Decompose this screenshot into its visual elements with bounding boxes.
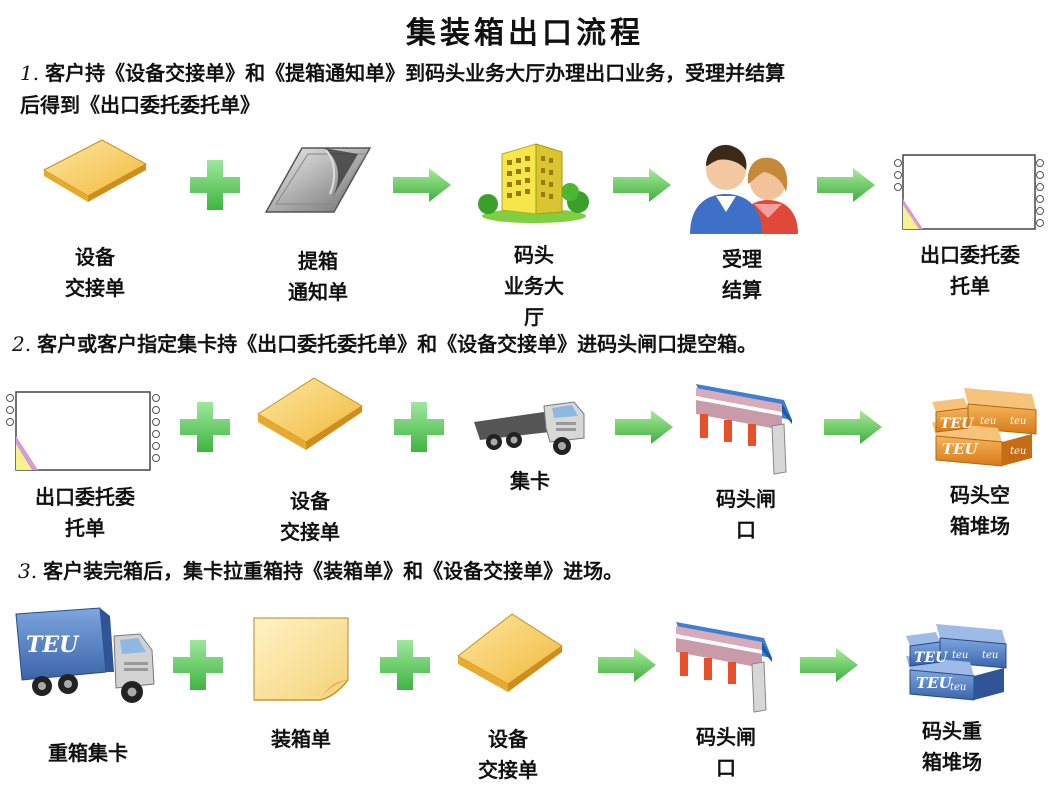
teu-small-text: teu	[952, 650, 968, 661]
label-accept-settle: 受理结算	[722, 247, 762, 302]
truck-icon	[474, 392, 586, 458]
step-2-line-1: 客户或客户指定集卡持《出口委托委托单》和《设备交接单》进码头闸口提空箱。	[37, 332, 758, 356]
teu-text: TEU	[916, 674, 953, 692]
teu-small-text: teu	[1010, 416, 1026, 427]
step-1-number: 1.	[20, 61, 40, 85]
page-title: 集装箱出口流程	[406, 16, 644, 51]
label-equipment-form: 设备交接单	[280, 489, 340, 544]
label-equipment-form: 设备交接单	[65, 245, 125, 300]
equipment-form-icon	[254, 377, 366, 456]
teu-small-text: teu	[950, 682, 966, 693]
heavy-container-truck-icon: TEU	[14, 606, 156, 706]
step-2-number: 2.	[12, 332, 32, 356]
label-heavy-container-truck: 重箱集卡	[48, 741, 128, 765]
gate-icon	[688, 380, 798, 476]
plus-icon	[173, 640, 223, 690]
plus-icon	[394, 402, 444, 452]
label-heavy-container-yard: 码头重箱堆场	[922, 719, 982, 774]
label-export-order: 出口委托委托单	[920, 243, 1020, 298]
label-empty-container-yard: 码头空箱堆场	[950, 483, 1010, 538]
gate-icon	[668, 618, 778, 714]
export-order-form-icon	[893, 153, 1047, 233]
arrow-right-icon	[800, 648, 858, 682]
teu-text: TEU	[940, 416, 974, 432]
teu-text: TEU	[942, 440, 979, 458]
step-2-description: 2.客户或客户指定集卡持《出口委托委托单》和《设备交接单》进码头闸口提空箱。	[12, 328, 1042, 360]
teu-text: TEU	[26, 632, 80, 658]
teu-small-text: teu	[980, 416, 996, 427]
teu-text: TEU	[914, 650, 948, 666]
plus-icon	[380, 640, 430, 690]
label-export-order: 出口委托委托单	[35, 485, 135, 540]
label-notice-document: 提箱通知单	[288, 249, 348, 304]
label-gate: 码头闸口	[696, 725, 756, 780]
label-packing-list: 装箱单	[271, 727, 331, 751]
arrow-right-icon	[817, 168, 875, 202]
arrow-right-icon	[615, 410, 673, 444]
plus-icon	[180, 402, 230, 452]
notice-document-icon	[262, 140, 374, 216]
arrow-right-icon	[613, 168, 671, 202]
export-order-form-icon	[4, 390, 164, 474]
business-hall-building-icon	[478, 142, 590, 224]
label-truck: 集卡	[510, 469, 550, 493]
step-1-description: 1.客户持《设备交接单》和《提箱通知单》到码头业务大厅办理出口业务，受理并结算 …	[20, 57, 1045, 121]
step-3-line-1: 客户装完箱后，集卡拉重箱持《装箱单》和《设备交接单》进场。	[43, 559, 624, 583]
arrow-right-icon	[598, 648, 656, 682]
step-3-description: 3.客户装完箱后，集卡拉重箱持《装箱单》和《设备交接单》进场。	[18, 555, 1043, 587]
arrow-right-icon	[824, 410, 882, 444]
equipment-form-icon	[40, 139, 150, 208]
packing-list-note-icon	[250, 614, 354, 704]
step-1-line-1: 客户持《设备交接单》和《提箱通知单》到码头业务大厅办理出口业务，受理并结算	[45, 61, 786, 85]
empty-container-yard-icon: TEU TEU teu teu teu	[928, 384, 1040, 470]
people-icon	[688, 140, 800, 234]
label-gate: 码头闸口	[716, 487, 776, 542]
teu-small-text: teu	[1010, 446, 1026, 457]
equipment-form-icon	[454, 613, 566, 698]
heavy-container-yard-icon: TEU TEU teu teu teu	[902, 620, 1010, 704]
arrow-right-icon	[393, 168, 451, 202]
teu-small-text: teu	[982, 650, 998, 661]
step-3-number: 3.	[18, 559, 38, 583]
label-equipment-form: 设备交接单	[478, 727, 538, 782]
plus-icon	[190, 160, 240, 210]
label-business-hall: 码头业务大厅	[504, 243, 564, 329]
step-1-line-2: 后得到《出口委托委托单》	[20, 93, 260, 117]
